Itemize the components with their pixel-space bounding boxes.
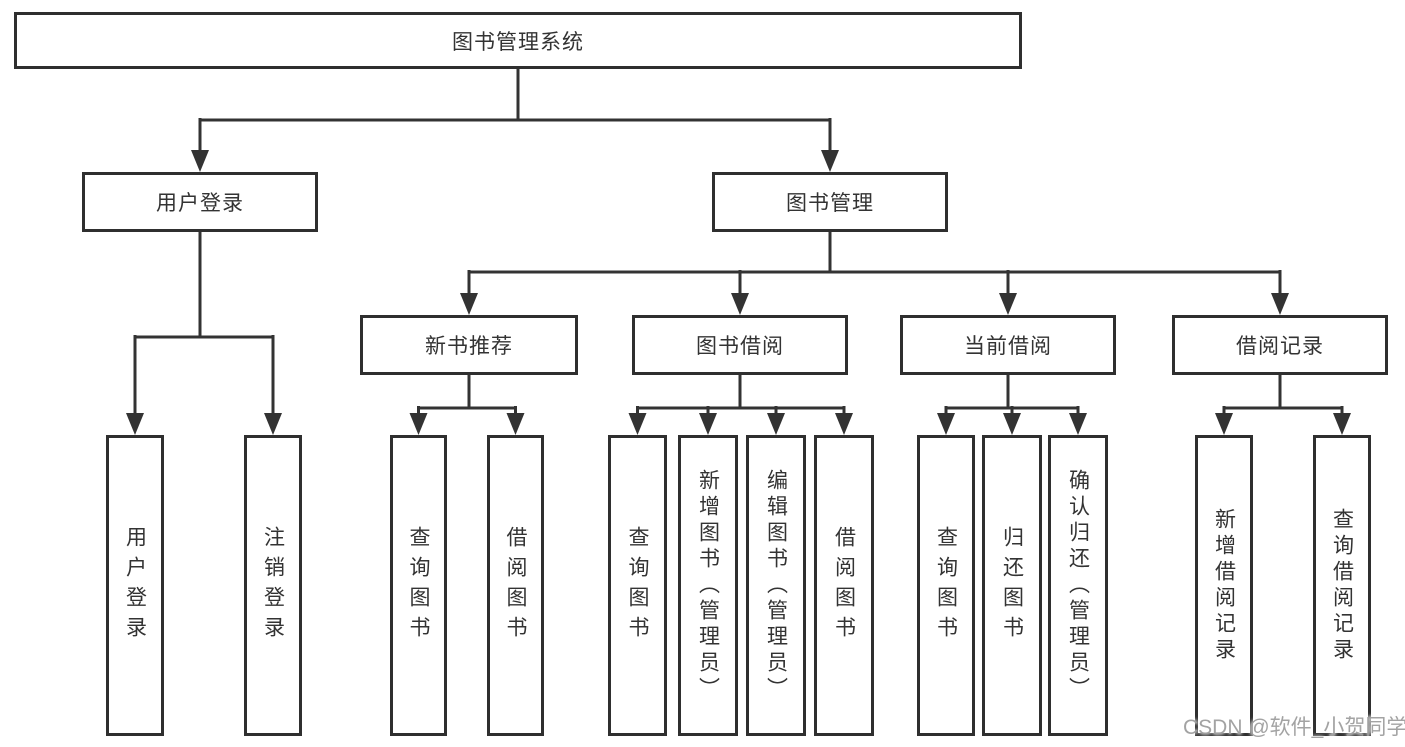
connector-borrow-to-leaves (628, 375, 853, 435)
leaf-query-books-current: 查询图书 (917, 435, 975, 736)
leaf-label: 用户登录 (123, 525, 147, 646)
leaf-user-login: 用户登录 (106, 435, 164, 736)
leaf-logout: 注销登录 (244, 435, 302, 736)
node-library-management-system: 图书管理系统 (14, 12, 1022, 69)
node-new-book-recommend: 新书推荐 (360, 315, 578, 375)
leaf-return-books: 归还图书 (982, 435, 1042, 736)
leaf-confirm-return-admin: 确认归还（管理员） (1048, 435, 1108, 736)
leaf-label: 查询图书 (407, 525, 430, 646)
leaf-label: 借阅图书 (832, 525, 856, 646)
connector-root-to-level2 (191, 69, 839, 172)
node-label: 图书管理 (786, 192, 874, 215)
leaf-label: 确认归还（管理员） (1066, 468, 1090, 703)
leaf-label: 编辑图书（管理员） (764, 468, 788, 703)
leaf-label: 查询借阅记录 (1330, 507, 1354, 664)
connector-new-book-to-leaves (409, 375, 525, 435)
node-borrow-records: 借阅记录 (1172, 315, 1388, 375)
node-label: 图书借阅 (696, 335, 784, 358)
connector-user-login-to-leaves (126, 232, 282, 435)
node-label: 当前借阅 (964, 335, 1052, 358)
leaf-edit-books-admin: 编辑图书（管理员） (746, 435, 806, 736)
node-label: 借阅记录 (1236, 335, 1324, 358)
leaf-label: 归还图书 (1000, 525, 1024, 646)
connector-book-mgmt-to-level3 (460, 232, 1289, 315)
leaf-borrow-books: 借阅图书 (814, 435, 874, 736)
leaf-query-books-recommend: 查询图书 (390, 435, 447, 736)
node-current-borrowing: 当前借阅 (900, 315, 1116, 375)
node-book-management: 图书管理 (712, 172, 948, 232)
node-user-login: 用户登录 (82, 172, 318, 232)
connector-records-to-leaves (1215, 375, 1351, 435)
leaf-query-books-borrow: 查询图书 (608, 435, 667, 736)
leaf-query-borrow-record: 查询借阅记录 (1313, 435, 1371, 736)
leaf-add-books-admin: 新增图书（管理员） (678, 435, 738, 736)
csdn-watermark: CSDN @软件_小贺同学 (1183, 716, 1405, 739)
leaf-label: 新增图书（管理员） (696, 468, 720, 703)
node-label: 新书推荐 (425, 335, 513, 358)
connector-current-to-leaves (937, 375, 1087, 435)
node-label: 图书管理系统 (452, 30, 584, 54)
leaf-borrow-books-recommend: 借阅图书 (487, 435, 544, 736)
leaf-label: 借阅图书 (504, 525, 527, 646)
leaf-add-borrow-record: 新增借阅记录 (1195, 435, 1253, 736)
node-label: 用户登录 (156, 192, 244, 215)
leaf-label: 新增借阅记录 (1212, 507, 1236, 664)
node-book-borrowing: 图书借阅 (632, 315, 848, 375)
leaf-label: 查询图书 (934, 525, 958, 646)
leaf-label: 注销登录 (261, 525, 285, 646)
leaf-label: 查询图书 (626, 525, 649, 646)
